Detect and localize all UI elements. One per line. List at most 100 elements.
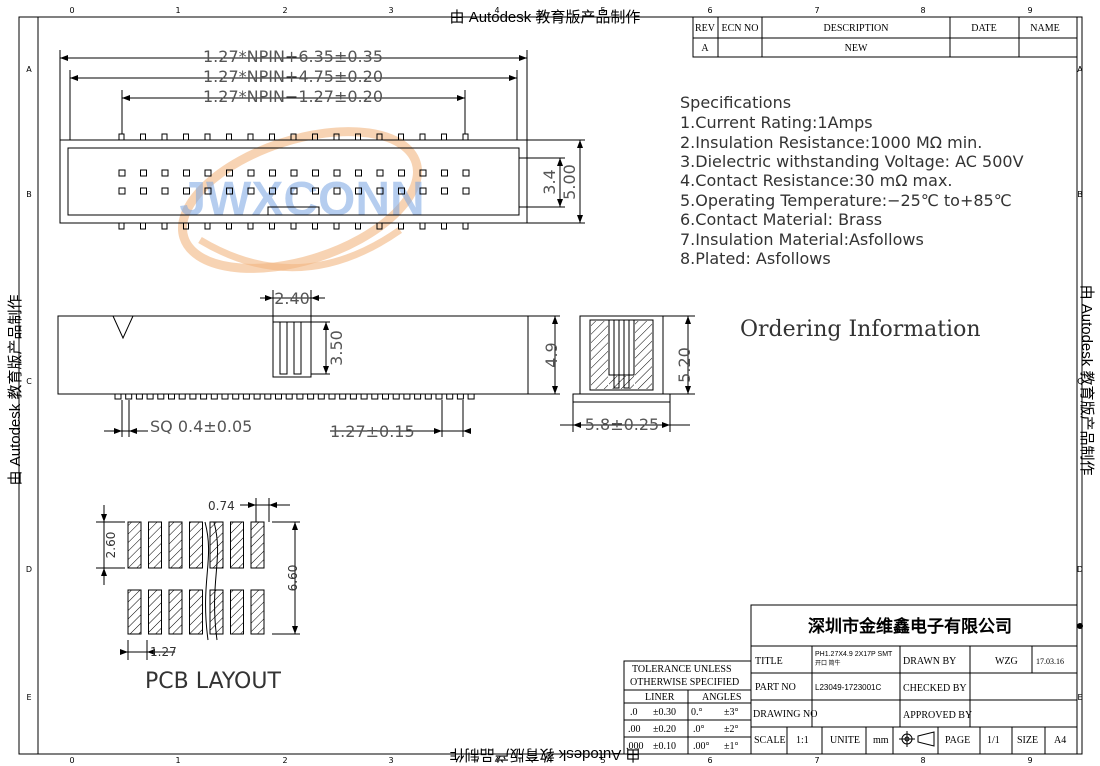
pin-tail (462, 133, 469, 141)
pin-hole (376, 169, 384, 177)
drawn-date: 17.03.16 (1036, 657, 1064, 666)
pin-hole (226, 187, 233, 195)
pin-hole (312, 169, 319, 177)
dim-pad-pitch: 1.27 (150, 645, 177, 659)
pin-hole (161, 169, 169, 177)
smt-lead (189, 393, 197, 400)
spec-item: 1.Current Rating:1Amps (680, 113, 873, 132)
smt-lead (210, 393, 218, 400)
top-view (59, 50, 585, 230)
pin-tail (183, 133, 189, 141)
smt-lead (275, 393, 282, 400)
row-marker: A (26, 65, 32, 74)
dim-pin-height: 3.50 (327, 330, 346, 366)
tol-row: ±0.10 (653, 741, 676, 752)
row-marker: C (26, 377, 32, 386)
checked-label: CHECKED BY (903, 683, 967, 694)
watermark-left: 由 Autodesk 教育版产品制作 (7, 295, 24, 486)
column-marker: 3 (388, 6, 393, 15)
smt-lead (446, 393, 454, 400)
spec-item: 3.Dielectric withstanding Voltage: AC 50… (680, 152, 1024, 171)
pin-hole (140, 169, 147, 177)
spec-item: 6.Contact Material: Brass (680, 210, 882, 229)
tol-row: .0 (630, 707, 638, 718)
logo-text: JWXCONN (179, 173, 424, 226)
pin-tail (290, 133, 297, 141)
rev-value: A (701, 43, 709, 54)
smt-lead (125, 393, 133, 400)
smt-lead (285, 393, 293, 400)
specifications: Specifications 1.Current Rating:1Amps 2.… (680, 93, 1024, 268)
pcb-layout (96, 498, 300, 660)
name-header: NAME (1030, 23, 1059, 34)
pin-tail (269, 222, 275, 230)
smt-lead (435, 393, 443, 400)
ecn-header: ECN NO (722, 23, 759, 34)
watermark-top: 由 Autodesk 教育版产品制作 (450, 9, 641, 26)
pin-hole (312, 187, 319, 195)
column-marker: 4 (494, 756, 499, 765)
smt-lead (114, 393, 122, 400)
dim-side-height: 4.9 (542, 342, 561, 367)
spec-item: 4.Contact Resistance:30 mΩ max. (680, 171, 953, 190)
pin-tail (226, 133, 232, 141)
tol-row: .00 (628, 724, 641, 735)
title-block (750, 604, 1078, 755)
row-marker: E (1077, 693, 1082, 702)
pin-tail (398, 222, 404, 230)
smt-lead (178, 393, 186, 400)
pin-tail (247, 222, 254, 230)
tol-row: ±1° (724, 741, 739, 752)
sheet-border (18, 16, 1083, 755)
angles-header: ANGLES (702, 692, 741, 703)
smt-lead (221, 393, 229, 400)
registration-dot (1077, 623, 1083, 629)
column-marker: 7 (814, 6, 819, 15)
scale-value: 1:1 (796, 735, 809, 746)
title-value: PH1.27X4.9 2X17P SMT (815, 651, 893, 658)
column-marker: 7 (814, 756, 819, 765)
smt-lead (253, 393, 261, 400)
smt-lead (403, 393, 411, 400)
row-marker: D (1077, 565, 1083, 574)
end-view-hatching (591, 321, 652, 389)
pin-tail (140, 222, 146, 230)
smt-lead (135, 393, 143, 400)
tol-row: ±0.20 (653, 724, 676, 735)
end-view-arrows (573, 316, 691, 428)
pcb-pad (189, 521, 203, 569)
pcb-pad (209, 521, 224, 569)
revision-table (692, 16, 1078, 58)
dim-square-pin: SQ 0.4±0.05 (150, 417, 252, 436)
pcb-pad (209, 589, 224, 635)
pcb-pad (127, 589, 142, 635)
tolerance-title-1: TOLERANCE UNLESS (632, 664, 732, 675)
spec-item: 7.Insulation Material:Asfollows (680, 230, 924, 249)
pin-hole (226, 169, 233, 177)
tol-row: ±2° (724, 724, 739, 735)
dim-pad-height: 2.60 (104, 532, 118, 559)
pin-tail (419, 222, 426, 230)
pcb-pad (189, 589, 203, 635)
pcb-pad (230, 589, 244, 635)
pin-hole (247, 187, 255, 195)
column-marker: 8 (920, 6, 925, 15)
pin-hole (355, 187, 362, 195)
watermark-right: 由 Autodesk 教育版产品制作 (1078, 285, 1095, 476)
smt-lead (307, 393, 315, 400)
page-label: PAGE (945, 735, 970, 746)
drawing-label: DRAWING NO (753, 709, 817, 720)
row-marker: D (26, 565, 32, 574)
column-marker: 6 (707, 6, 712, 15)
drawn-label: DRAWN BY (903, 656, 956, 667)
pin-hole (247, 169, 255, 177)
liner-header: LINER (645, 692, 675, 703)
pin-hole (419, 169, 427, 177)
tol-row: ±0.30 (653, 707, 676, 718)
description-header: DESCRIPTION (823, 23, 888, 34)
row-marker: E (26, 693, 31, 702)
unit-label: UNITE (830, 735, 860, 746)
pin-tail (441, 133, 447, 141)
pin-hole (376, 187, 384, 195)
